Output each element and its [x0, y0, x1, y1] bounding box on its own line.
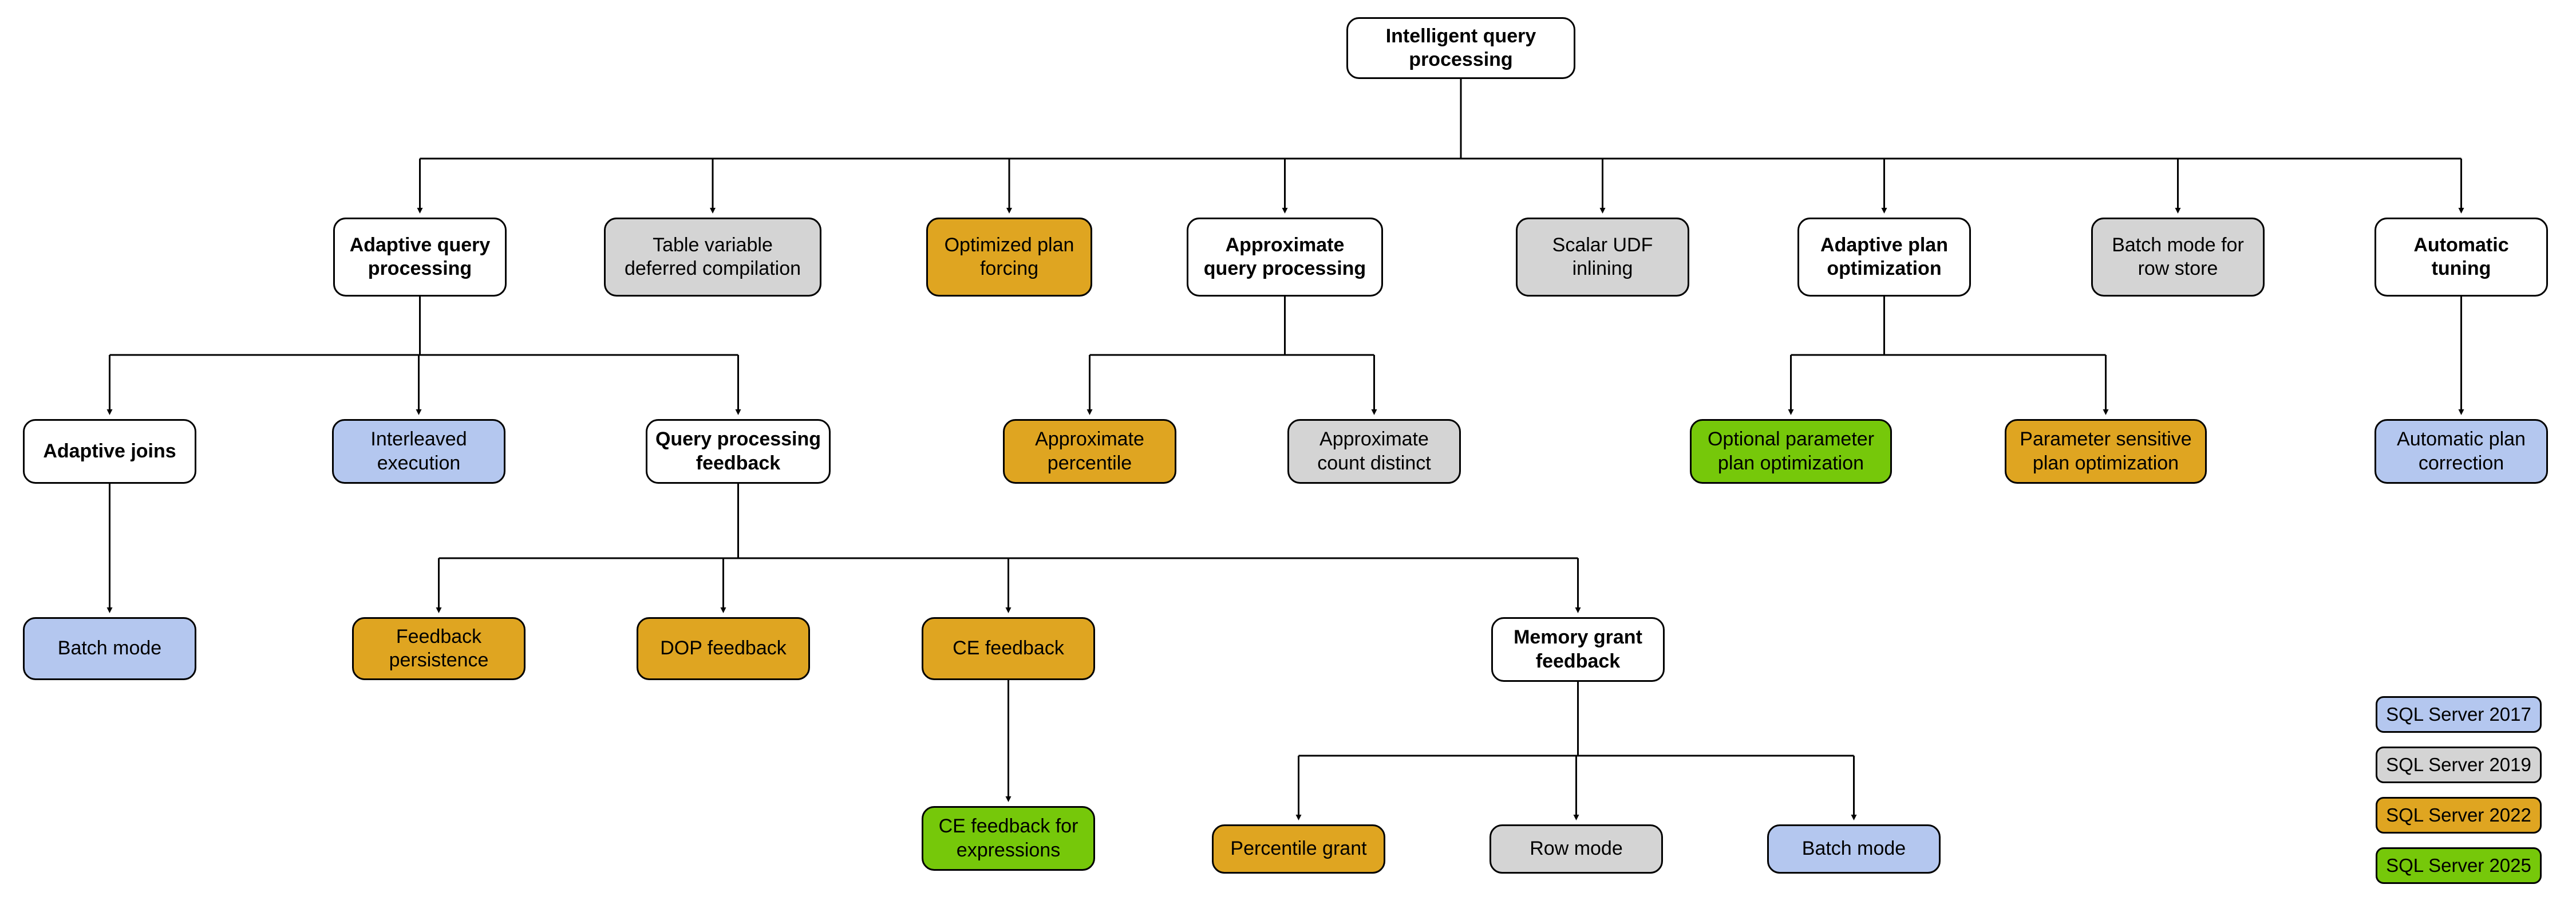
node-label: Batch mode [1801, 838, 1906, 860]
node-batchmode2[interactable]: Batch mode [1767, 824, 1941, 874]
node-label: Batch mode [57, 637, 162, 660]
node-cefb[interactable]: CE feedback [922, 617, 1095, 680]
node-label: Percentile grant [1230, 838, 1367, 860]
node-label: Adaptive joins [43, 440, 176, 462]
legend-item-gray: SQL Server 2019 [2376, 747, 2542, 783]
legend-item-green: SQL Server 2025 [2376, 847, 2542, 884]
legend-item-label: SQL Server 2019 [2386, 754, 2531, 775]
legend-item-label: SQL Server 2017 [2386, 704, 2531, 725]
legend-item-amber: SQL Server 2022 [2376, 797, 2542, 834]
node-pctgrant[interactable]: Percentile grant [1212, 824, 1385, 874]
node-batchmode1[interactable]: Batch mode [23, 617, 196, 680]
legend-item-label: SQL Server 2025 [2386, 855, 2531, 876]
node-ajoins[interactable]: Adaptive joins [23, 419, 196, 484]
node-dopfb[interactable]: DOP feedback [637, 617, 810, 680]
node-label: CE feedback [953, 637, 1064, 660]
node-rowmode[interactable]: Row mode [1490, 824, 1663, 874]
legend-item-label: SQL Server 2022 [2386, 804, 2531, 826]
legend-item-blue: SQL Server 2017 [2376, 696, 2542, 733]
node-label: DOP feedback [660, 637, 787, 660]
node-label: Row mode [1530, 838, 1623, 860]
